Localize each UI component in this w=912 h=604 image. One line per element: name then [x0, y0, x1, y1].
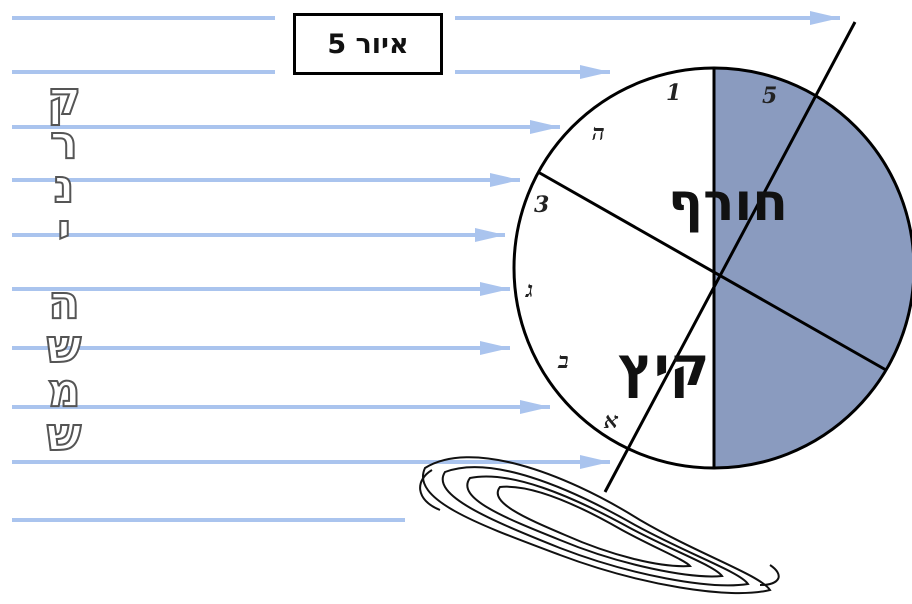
- latitude-mark: 5: [762, 83, 777, 109]
- sun-rays-letter: ר: [50, 120, 78, 164]
- orbit-swirl-icon: [420, 457, 779, 593]
- ray-arrowhead: [520, 400, 550, 414]
- sun-rays-letter: נ: [54, 164, 75, 208]
- ray-arrowhead: [580, 455, 610, 469]
- ray-arrowhead: [810, 11, 840, 25]
- ray-arrowhead: [480, 282, 510, 296]
- latitude-mark: א: [603, 408, 619, 434]
- latitude-mark: ב: [557, 348, 569, 374]
- summer-label: קיץ: [618, 340, 709, 394]
- ray-arrowhead: [475, 228, 505, 242]
- sun-rays-letter: י: [57, 208, 71, 252]
- latitude-mark: 3: [534, 192, 549, 218]
- ray-arrowhead: [480, 341, 510, 355]
- winter-label: חורף: [668, 177, 788, 229]
- sun-rays-letter: מ: [47, 368, 80, 412]
- sun-rays-letter: ה: [48, 280, 80, 324]
- sun-rays-letter: ש: [47, 412, 82, 456]
- ray-arrowhead: [490, 173, 520, 187]
- latitude-mark: 1: [666, 80, 681, 106]
- sun-rays-letter: ק: [47, 76, 81, 120]
- night-side: [714, 60, 912, 480]
- figure-label: איור 5: [293, 13, 443, 75]
- latitude-mark: ה: [592, 120, 605, 146]
- latitude-mark: ג: [524, 277, 533, 303]
- ray-arrowhead: [530, 120, 560, 134]
- sun-rays-letter: ש: [47, 324, 82, 368]
- ray-arrowhead: [580, 65, 610, 79]
- earth-globe: [514, 22, 912, 492]
